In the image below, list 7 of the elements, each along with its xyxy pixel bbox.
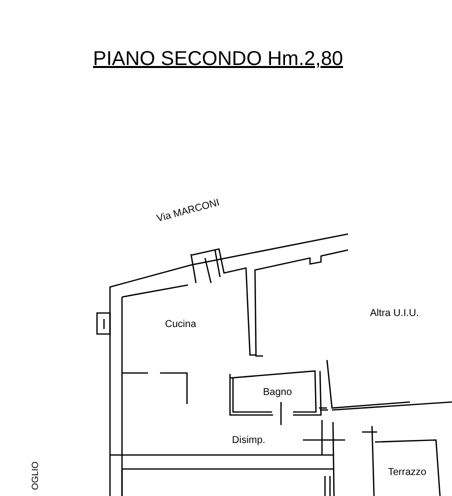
plan-title: PIANO SECONDO Hm.2,80 (93, 48, 344, 70)
street-name: OGLIO (31, 461, 40, 490)
room-label: Bagno (263, 388, 292, 398)
room-label: Terrazzo (388, 468, 426, 478)
room-label: Disimp. (232, 436, 266, 446)
room-label: Altra U.I.U. (370, 309, 419, 319)
room-label: Cucina (165, 320, 196, 330)
